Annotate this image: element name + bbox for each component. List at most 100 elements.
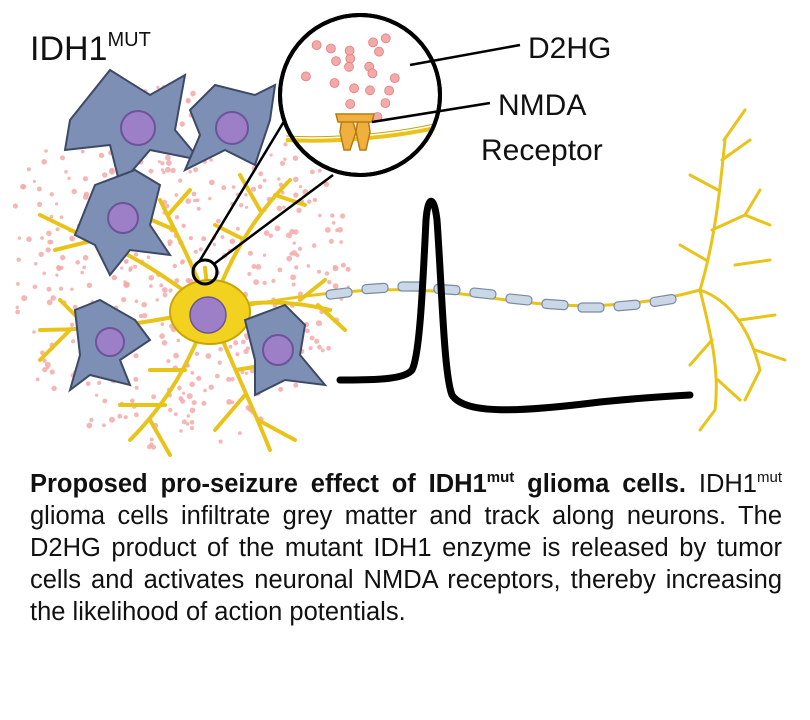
d2hg-particle (277, 267, 283, 273)
d2hg-particle (258, 171, 264, 177)
d2hg-particle (37, 201, 43, 207)
d2hg-particle (293, 382, 299, 388)
d2hg-particle (312, 197, 318, 203)
d2hg-particle (44, 149, 48, 153)
d2hg-molecule (367, 68, 378, 79)
d2hg-particle (331, 221, 336, 225)
d2hg-particle (317, 269, 321, 274)
d2hg-molecule (374, 46, 384, 57)
d2hg-particle (38, 251, 44, 257)
d2hg-particle (117, 413, 123, 419)
d2hg-particle (161, 287, 168, 293)
d2hg-particle (205, 353, 212, 359)
d2hg-particle (216, 218, 221, 224)
d2hg-particle (40, 236, 44, 240)
d2hg-particle (162, 170, 166, 175)
d2hg-particle (46, 299, 53, 306)
d2hg-particle (196, 375, 202, 381)
d2hg-particle (71, 188, 77, 195)
d2hg-particle (212, 242, 216, 246)
d2hg-particle (16, 282, 20, 286)
d2hg-molecule (331, 56, 341, 66)
d2hg-particle (69, 235, 75, 242)
d2hg-particle (165, 203, 170, 209)
d2hg-particle (221, 185, 227, 191)
d2hg-particle (203, 388, 207, 393)
d2hg-particle (49, 214, 54, 219)
d2hg-particle (36, 186, 42, 192)
d2hg-particle (21, 184, 27, 190)
d2hg-particle (176, 338, 181, 343)
d2hg-particle (164, 166, 171, 173)
d2hg-particle (274, 225, 281, 232)
d2hg-particle (157, 160, 161, 164)
d2hg-particle (286, 255, 293, 262)
action-potential-trace (336, 197, 694, 414)
d2hg-particle (262, 280, 267, 286)
nmda-leader-line (371, 101, 491, 124)
d2hg-particle (147, 444, 152, 450)
nmda-label-line1: NMDA (498, 89, 586, 122)
d2hg-particle (247, 272, 252, 276)
d2hg-particle (282, 205, 286, 209)
d2hg-particle (294, 265, 299, 270)
d2hg-particle (189, 381, 195, 388)
d2hg-particle (160, 168, 164, 172)
d2hg-molecule (345, 99, 356, 109)
d2hg-particle (244, 205, 249, 209)
d2hg-particle (323, 181, 330, 187)
d2hg-particle (218, 439, 223, 444)
d2hg-particle (278, 386, 284, 392)
synapse-inset (278, 13, 442, 177)
d2hg-particle (161, 340, 168, 346)
d2hg-particle (32, 284, 38, 290)
d2hg-particle (125, 259, 129, 264)
d2hg-particle (318, 213, 322, 218)
d2hg-particle (314, 338, 320, 344)
d2hg-particle (208, 179, 215, 186)
d2hg-particle (339, 240, 343, 244)
d2hg-particle (217, 360, 222, 365)
d2hg-particle (50, 295, 56, 301)
d2hg-particle (160, 322, 165, 327)
d2hg-particle (208, 196, 212, 201)
d2hg-molecule (380, 98, 391, 108)
d2hg-particle (168, 407, 173, 413)
glioma-cell-icon (68, 298, 152, 393)
d2hg-particle (148, 168, 154, 174)
d2hg-particle (179, 429, 183, 433)
figure-caption: Proposed pro-seizure effect of IDH1mut g… (30, 468, 782, 628)
synapse-zoom-marker (191, 258, 219, 286)
d2hg-particle (160, 161, 165, 166)
diagram-figure: IDH1MUT D2HG NMDA Receptor (12, 13, 787, 457)
d2hg-particle (138, 313, 144, 319)
d2hg-particle (151, 444, 156, 450)
d2hg-molecule (380, 33, 391, 44)
d2hg-particle (70, 287, 74, 291)
d2hg-particle (46, 230, 52, 237)
d2hg-particle (316, 320, 322, 327)
d2hg-particle (191, 191, 197, 197)
d2hg-particle (188, 236, 193, 241)
caption-title: Proposed pro-seizure effect of IDH1mut g… (30, 469, 687, 498)
d2hg-particle (295, 253, 300, 258)
d2hg-particle (49, 240, 54, 244)
d2hg-particle (170, 167, 176, 174)
d2hg-particle (246, 346, 250, 351)
d2hg-particle (55, 202, 59, 206)
d2hg-leader-line (409, 43, 521, 67)
d2hg-particle (286, 232, 292, 239)
d2hg-particle (186, 414, 191, 418)
d2hg-particle (190, 90, 196, 97)
d2hg-particle (326, 345, 331, 351)
d2hg-particle (297, 246, 303, 251)
d2hg-molecule (345, 53, 356, 64)
d2hg-particle (49, 369, 55, 375)
d2hg-molecule (344, 61, 354, 72)
d2hg-particle (244, 193, 248, 197)
d2hg-particle (35, 377, 40, 382)
d2hg-particle (250, 186, 257, 192)
d2hg-particle (330, 213, 335, 218)
d2hg-particle (229, 238, 236, 245)
nmda-label-line2: Receptor (481, 134, 603, 167)
